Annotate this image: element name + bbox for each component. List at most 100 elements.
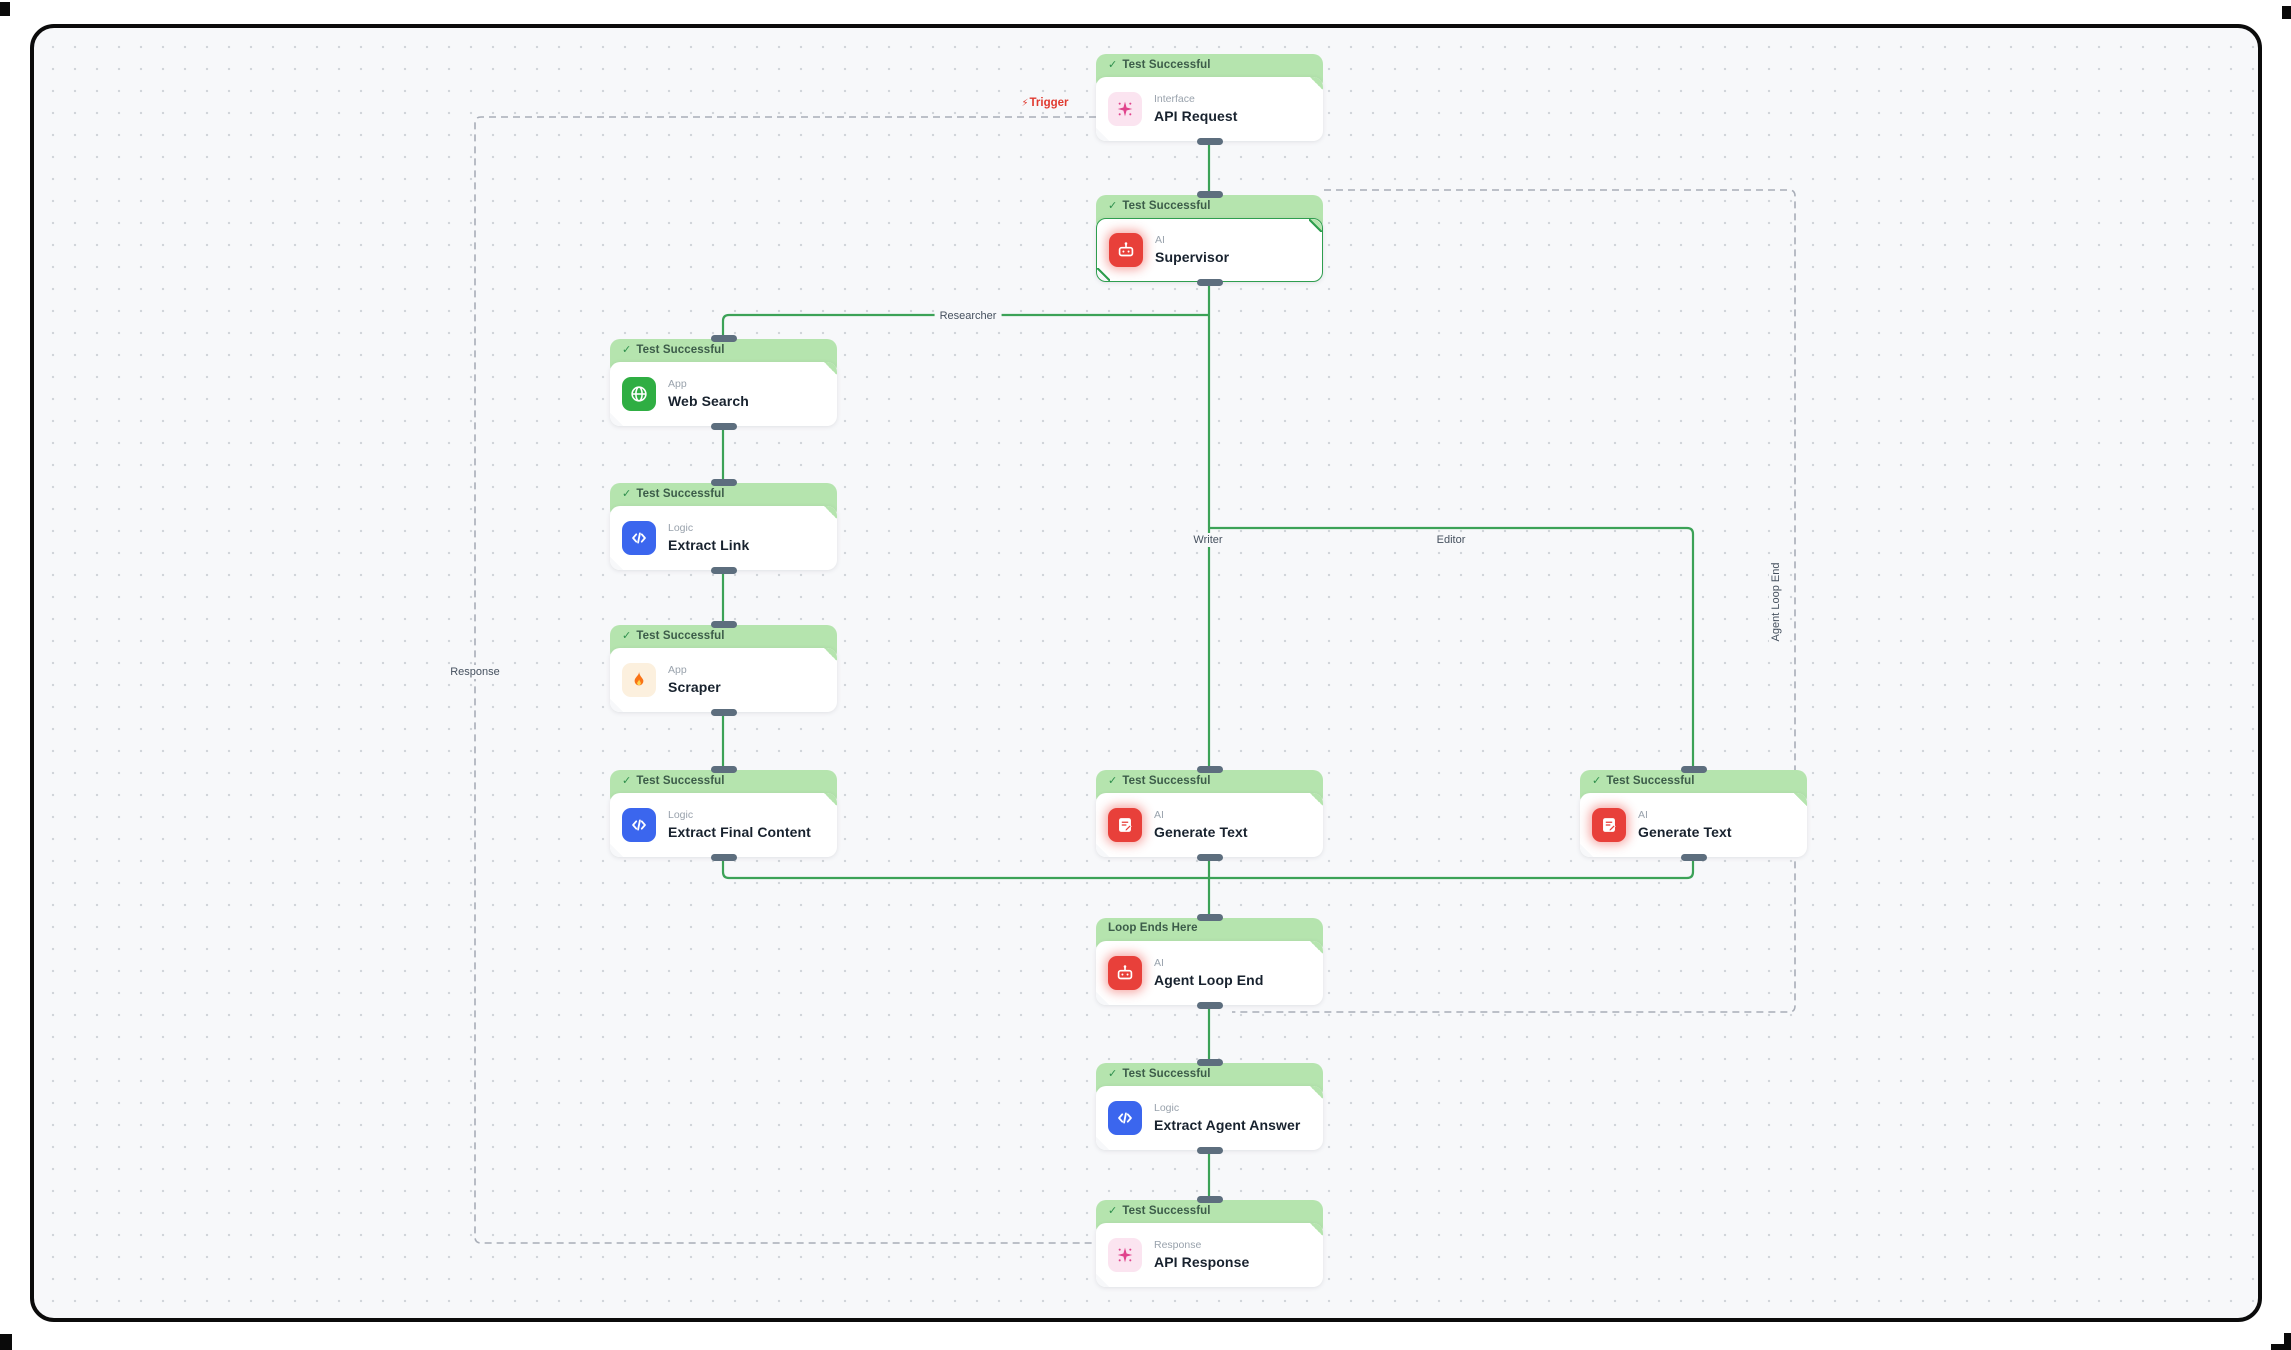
node-card[interactable]: Response API Response [1096,1223,1323,1287]
node-type-label: AI [1638,808,1648,821]
node-title: API Response [1154,1253,1250,1270]
node-type-label: App [668,377,687,390]
check-icon: ✓ [1108,1205,1118,1217]
check-icon: ✓ [1108,59,1118,71]
node-card[interactable]: AI Supervisor [1096,218,1323,282]
robot-icon [1108,956,1142,990]
node-title: Extract Agent Answer [1154,1116,1301,1133]
node-extract-agent-answer[interactable]: ✓Test Successful Logic Extract Agent Ans… [1096,1059,1323,1154]
input-handle[interactable] [710,621,737,628]
input-handle[interactable] [710,479,737,486]
input-handle[interactable] [1196,766,1223,773]
edge-extractfinal-loopend[interactable] [721,857,1209,880]
node-scraper[interactable]: ✓Test Successful App Scraper [610,621,837,716]
node-api-response[interactable]: ✓Test Successful Response API Response [1096,1196,1323,1287]
node-title: Extract Link [668,536,750,553]
output-handle[interactable] [710,423,737,430]
edge-label-researcher: Researcher [934,309,1002,323]
note-icon [1592,808,1626,842]
check-icon: ✓ [622,344,632,356]
edge-label-agent-loop-end: Agent Loop End [1769,557,1783,647]
edge-supervisor-researcher[interactable] [721,313,1209,339]
node-api-request[interactable]: ✓Test Successful Interface API Request [1096,54,1323,145]
input-handle[interactable] [1196,1059,1223,1066]
node-type-label: Logic [668,521,694,534]
node-title: Extract Final Content [668,823,811,840]
node-type-label: AI [1154,808,1164,821]
output-handle[interactable] [1680,854,1707,861]
code-icon [622,521,656,555]
node-web-search[interactable]: ✓Test Successful App Web Search [610,335,837,430]
node-extract-link[interactable]: ✓Test Successful Logic Extract Link [610,479,837,574]
screen-corner-mark [0,2,10,16]
node-title: Agent Loop End [1154,971,1264,988]
node-type-label: AI [1154,956,1164,969]
edge-agent-loop[interactable] [1232,189,1796,1013]
check-icon: ✓ [1108,1068,1118,1080]
output-handle[interactable] [1196,138,1223,145]
output-handle[interactable] [1196,279,1223,286]
node-card[interactable]: AI Generate Text [1096,793,1323,857]
screen-corner-mark [0,1334,12,1350]
node-generate-text-writer[interactable]: ✓Test Successful AI Generate Text [1096,766,1323,861]
input-handle[interactable] [710,335,737,342]
screen-corner-mark [2271,1344,2291,1350]
check-icon: ✓ [1108,775,1118,787]
edge-supervisor-editor[interactable] [1209,526,1695,770]
node-card[interactable]: AI Agent Loop End [1096,941,1323,1005]
node-title: Supervisor [1155,248,1230,265]
code-icon [1108,1101,1142,1135]
node-card[interactable]: Logic Extract Agent Answer [1096,1086,1323,1150]
node-card[interactable]: App Web Search [610,362,837,426]
node-title: Scraper [668,678,721,695]
node-card[interactable]: Logic Extract Link [610,506,837,570]
input-handle[interactable] [1196,191,1223,198]
node-title: API Request [1154,107,1238,124]
node-generate-text-editor[interactable]: ✓Test Successful AI Generate Text [1580,766,1807,861]
node-type-label: AI [1155,233,1165,246]
check-icon: ✓ [1592,775,1602,787]
input-handle[interactable] [1196,1196,1223,1203]
lightning-icon: ⚡ [1021,98,1029,109]
node-card[interactable]: Logic Extract Final Content [610,793,837,857]
flame-icon [622,663,656,697]
code-icon [622,808,656,842]
output-handle[interactable] [1196,854,1223,861]
edge-label-writer: Writer [1188,533,1228,547]
edge-label-editor: Editor [1431,533,1471,547]
node-card[interactable]: Interface API Request [1096,77,1323,141]
node-extract-final-content[interactable]: ✓Test Successful Logic Extract Final Con… [610,766,837,861]
edge-editor-loopend[interactable] [1209,857,1695,880]
output-handle[interactable] [710,709,737,716]
node-agent-loop-end[interactable]: ✓Loop Ends Here AI Agent Loop End [1096,914,1323,1009]
sparkle-icon [1108,1238,1142,1272]
edge-trigger-response-loop[interactable] [474,116,1098,1244]
node-supervisor[interactable]: ✓Test Successful AI Supervisor [1096,191,1323,286]
edge-label-trigger: ⚡Trigger [1021,97,1069,109]
robot-icon [1109,233,1143,267]
output-handle[interactable] [710,854,737,861]
screen-corner-mark [2282,6,2291,19]
node-type-label: App [668,663,687,676]
output-handle[interactable] [1196,1002,1223,1009]
node-type-label: Response [1154,1238,1202,1251]
output-handle[interactable] [1196,1147,1223,1154]
input-handle[interactable] [1196,914,1223,921]
screen-corner-mark [2284,1333,2291,1350]
input-handle[interactable] [710,766,737,773]
node-title: Generate Text [1638,823,1732,840]
node-type-label: Interface [1154,92,1195,105]
check-icon: ✓ [622,775,632,787]
node-card[interactable]: AI Generate Text [1580,793,1807,857]
node-title: Generate Text [1154,823,1248,840]
input-handle[interactable] [1680,766,1707,773]
edge-label-response: Response [445,665,505,679]
check-icon: ✓ [622,630,632,642]
check-icon: ✓ [1108,200,1118,212]
node-type-label: Logic [1154,1101,1180,1114]
node-card[interactable]: App Scraper [610,648,837,712]
node-type-label: Logic [668,808,694,821]
output-handle[interactable] [710,567,737,574]
